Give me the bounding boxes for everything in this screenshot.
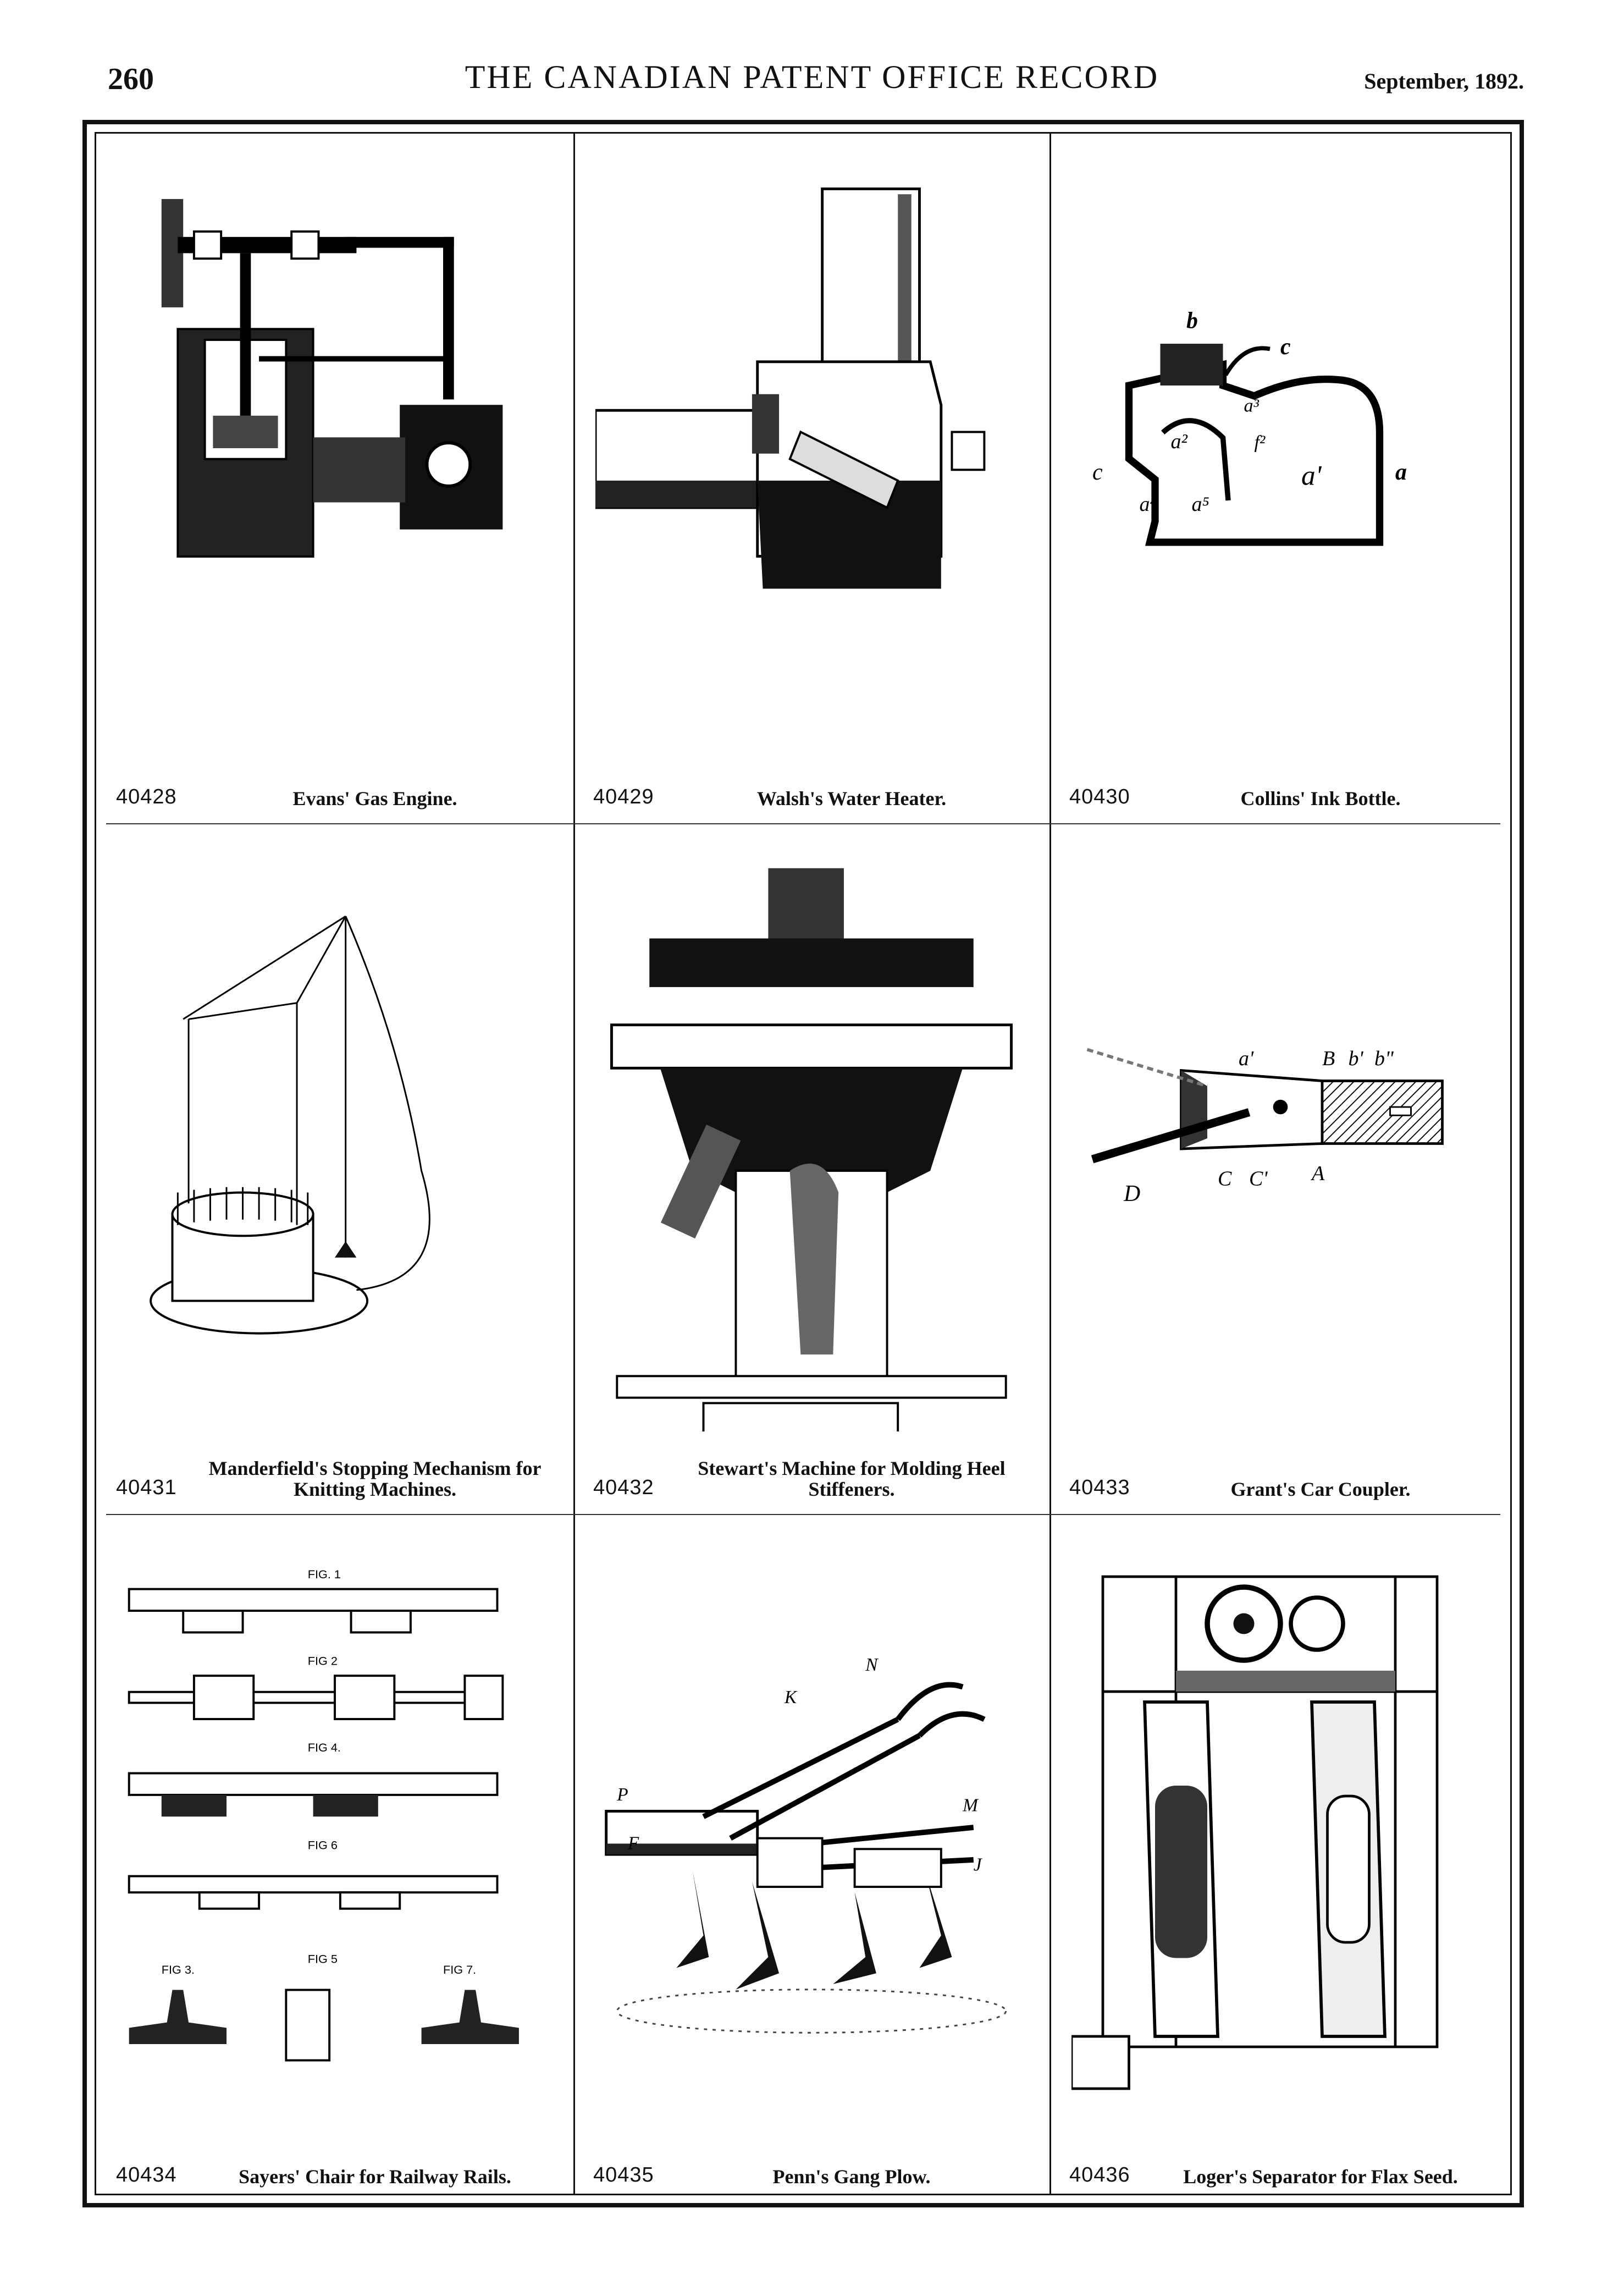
ink-bottle-drawing: b c a a' a² a³ a⁴ a⁵ f² c — [1092, 309, 1407, 546]
patent-title: Collins' Ink Bottle. — [1240, 787, 1401, 809]
car-coupler-drawing: a' B b' b" D C C' A — [1086, 1047, 1444, 1207]
patent-cell-40428: 40428 Evans' Gas Engine. — [96, 134, 573, 823]
figure-label: N — [865, 1655, 879, 1675]
figure-label: M — [962, 1796, 979, 1816]
figure-label: C — [1218, 1167, 1232, 1191]
figure-label: a³ — [1244, 396, 1260, 416]
figure-label: FIG. 1 — [308, 1567, 341, 1581]
figure-label: a² — [1171, 430, 1188, 453]
figure-label: FIG 3. — [162, 1963, 195, 1976]
patent-number: 40432 — [593, 1476, 654, 1499]
patent-caption: 40431 Manderfield's Stopping Mechanism f… — [116, 1447, 557, 1502]
patent-title: Loger's Separator for Flax Seed. — [1183, 2166, 1458, 2188]
figure-label: F — [627, 1833, 639, 1853]
figure-label: P — [616, 1785, 628, 1805]
patent-cell-40432: 40432 Stewart's Machine for Molding Heel… — [573, 823, 1049, 1514]
knitting-machine-drawing — [150, 915, 430, 1335]
issue-date: September, 1892. — [1364, 69, 1524, 93]
knitting-machine-figure — [118, 845, 551, 1431]
ink-bottle-figure: b c a a' a² a³ a⁴ a⁵ f² c — [1071, 156, 1489, 741]
figure-label: c — [1092, 460, 1103, 485]
figure-label: a⁴ — [1140, 493, 1157, 516]
page-header: 260 THE CANADIAN PATENT OFFICE RECORD Se… — [0, 0, 1624, 126]
figure-label: FIG 4. — [308, 1741, 341, 1754]
gang-plow-figure: K N P M J F — [595, 1536, 1028, 2119]
figure-label: c — [1280, 334, 1291, 360]
figure-label: b" — [1374, 1047, 1394, 1070]
figure-label: b' — [1349, 1047, 1364, 1070]
patent-title: Manderfield's Stopping Mechanism for Kni… — [208, 1457, 542, 1500]
column-divider — [573, 134, 575, 2194]
patent-caption: 40433 Grant's Car Coupler. — [1069, 1447, 1495, 1502]
water-heater-drawing — [595, 187, 986, 589]
patent-number: 40434 — [116, 2163, 177, 2187]
patent-title: Grant's Car Coupler. — [1230, 1478, 1411, 1500]
column-divider — [1049, 134, 1051, 2194]
patent-number: 40431 — [116, 1476, 177, 1499]
patent-number: 40433 — [1069, 1476, 1130, 1499]
figure-label: FIG 7. — [443, 1963, 476, 1976]
patent-cell-40436: 40436 Loger's Separator for Flax Seed. — [1049, 1514, 1511, 2201]
figure-label: a' — [1239, 1047, 1254, 1070]
figure-label: J — [974, 1855, 983, 1875]
page-number: 260 — [108, 62, 154, 96]
figure-label: FIG 6 — [308, 1838, 338, 1852]
figure-label: a⁵ — [1192, 493, 1209, 516]
figure-label: K — [784, 1687, 798, 1708]
patent-caption: 40432 Stewart's Machine for Molding Heel… — [593, 1447, 1033, 1502]
rail-chair-figure: FIG. 1 FIG 2 FIG 4. FIG 6 FIG 3. FIG 5 F… — [118, 1536, 551, 2119]
flax-separator-figure — [1071, 1536, 1489, 2119]
patent-title: Walsh's Water Heater. — [756, 787, 947, 809]
patent-cell-40435: K N P M J F 40435 Penn's Gang Plow. — [573, 1514, 1049, 2201]
figure-label: D — [1123, 1181, 1140, 1207]
patent-caption: 40430 Collins' Ink Bottle. — [1069, 756, 1495, 811]
row-divider — [106, 823, 1500, 824]
patent-title: Penn's Gang Plow. — [772, 2166, 931, 2188]
patent-number: 40435 — [593, 2163, 654, 2187]
flax-separator-drawing — [1071, 1575, 1439, 2090]
figure-label: FIG 2 — [308, 1654, 338, 1668]
patent-grid: 40428 Evans' Gas Engine. 404 — [95, 132, 1512, 2195]
gas-engine-figure — [118, 156, 551, 741]
figure-label: a' — [1301, 460, 1322, 492]
figure-label: FIG 5 — [308, 1952, 338, 1965]
gang-plow-drawing: K N P M J F — [605, 1655, 1007, 2034]
patent-cell-40433: a' B b' b" D C C' A 40433 Grant's Car Co… — [1049, 823, 1511, 1514]
gas-engine-drawing — [161, 199, 503, 558]
patent-title: Stewart's Machine for Molding Heel Stiff… — [698, 1457, 1006, 1500]
figure-label: f² — [1255, 432, 1266, 453]
patent-number: 40429 — [593, 785, 654, 808]
rail-chair-drawing: FIG. 1 FIG 2 FIG 4. FIG 6 FIG 3. FIG 5 F… — [128, 1567, 519, 2062]
patent-caption: 40428 Evans' Gas Engine. — [116, 756, 557, 811]
patent-cell-40431: 40431 Manderfield's Stopping Mechanism f… — [96, 823, 573, 1514]
molding-machine-drawing — [610, 868, 1013, 1431]
patent-caption: 40435 Penn's Gang Plow. — [593, 2134, 1033, 2189]
patent-caption: 40434 Sayers' Chair for Railway Rails. — [116, 2134, 557, 2189]
figure-label: a — [1395, 460, 1407, 485]
figure-label: b — [1186, 309, 1198, 334]
patent-cell-40430: b c a a' a² a³ a⁴ a⁵ f² c 40430 Collins'… — [1049, 134, 1511, 823]
figure-label: C' — [1249, 1167, 1268, 1191]
patent-caption: 40429 Walsh's Water Heater. — [593, 756, 1033, 811]
figure-label: A — [1310, 1162, 1325, 1185]
car-coupler-figure: a' B b' b" D C C' A — [1071, 845, 1489, 1431]
figure-label: B — [1322, 1047, 1335, 1070]
patent-number: 40428 — [116, 785, 177, 808]
row-divider — [106, 1514, 1500, 1515]
patent-number: 40436 — [1069, 2163, 1130, 2187]
patent-title: Evans' Gas Engine. — [292, 787, 457, 809]
patent-number: 40430 — [1069, 785, 1130, 808]
water-heater-figure — [595, 156, 1028, 741]
journal-title: THE CANADIAN PATENT OFFICE RECORD — [465, 59, 1159, 95]
patent-plate-frame: 40428 Evans' Gas Engine. 404 — [82, 120, 1524, 2207]
patent-caption: 40436 Loger's Separator for Flax Seed. — [1069, 2134, 1495, 2189]
patent-cell-40434: FIG. 1 FIG 2 FIG 4. FIG 6 FIG 3. FIG 5 F… — [96, 1514, 573, 2201]
patent-cell-40429: 40429 Walsh's Water Heater. — [573, 134, 1049, 823]
molding-machine-figure — [595, 845, 1028, 1431]
patent-title: Sayers' Chair for Railway Rails. — [239, 2166, 511, 2188]
